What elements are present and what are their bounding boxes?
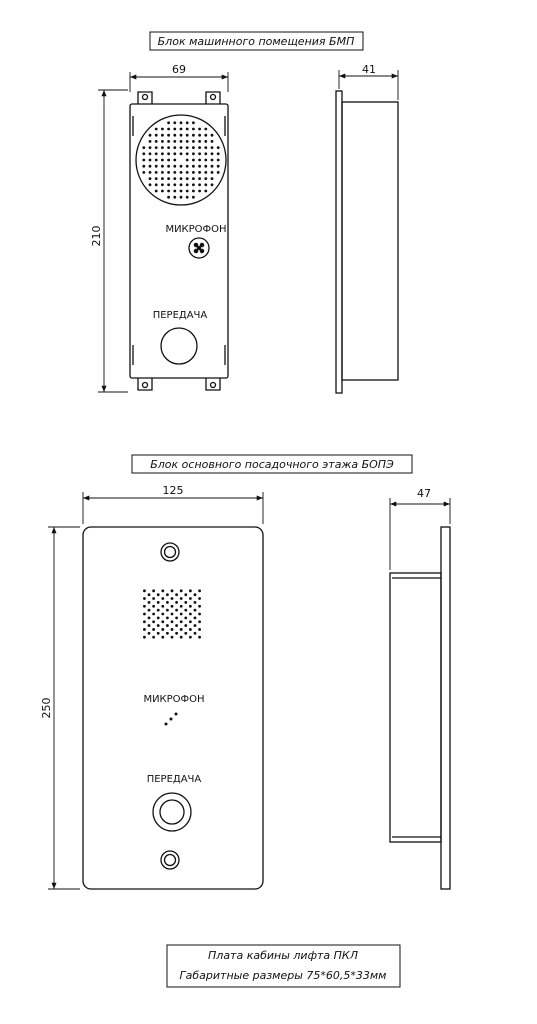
block1-speaker bbox=[135, 114, 227, 206]
block2-transmit-button bbox=[152, 792, 192, 832]
block1-ear-bottom-right bbox=[205, 378, 221, 391]
block1-side-body bbox=[341, 101, 399, 381]
block1-ear-top-right bbox=[205, 91, 221, 104]
block1-ear-top-left bbox=[137, 91, 153, 104]
block1-depth-dimension bbox=[338, 70, 399, 100]
block1-front-view bbox=[129, 91, 229, 391]
block2-screw-top bbox=[160, 542, 180, 562]
block2-height-value: 250 bbox=[40, 698, 53, 719]
block1-title: Блок машинного помещения БМП bbox=[158, 35, 355, 48]
block1-front-body bbox=[129, 103, 229, 379]
block2-speaker-holes bbox=[143, 589, 201, 639]
block1-height-dimension bbox=[98, 89, 128, 393]
block2-microphone-holes bbox=[164, 712, 178, 726]
block2-side-body bbox=[389, 572, 442, 843]
block1-speaker-holes bbox=[142, 121, 220, 199]
block2-mic-label: МИКРОФОН bbox=[143, 694, 204, 705]
block1-mic-label: МИКРОФОН bbox=[165, 224, 226, 235]
block2-depth-dimension bbox=[389, 498, 451, 570]
board-title: Плата кабины лифта ПКЛ bbox=[208, 949, 358, 962]
board-info-box: Плата кабины лифта ПКЛ Габаритные размер… bbox=[166, 944, 401, 988]
board-dimensions: Габаритные размеры 75*60,5*33мм bbox=[180, 969, 387, 982]
block1-ear-bottom-left bbox=[137, 378, 153, 391]
block1-depth-value: 41 bbox=[362, 63, 376, 76]
block1-height-value: 210 bbox=[90, 226, 103, 247]
block2-title: Блок основного посадочного этажа БОПЭ bbox=[150, 458, 394, 471]
block1-side-view bbox=[335, 90, 399, 394]
block1-microphone bbox=[188, 237, 210, 259]
block1-transmit-button bbox=[160, 327, 198, 365]
block1-title-box: Блок машинного помещения БМП bbox=[149, 31, 364, 51]
block2-side-view bbox=[389, 526, 451, 890]
block2-screw-bottom bbox=[160, 850, 180, 870]
block2-width-value: 125 bbox=[163, 484, 184, 497]
block2-front-body bbox=[82, 526, 264, 890]
block2-depth-value: 47 bbox=[417, 487, 431, 500]
block2-height-dimension bbox=[48, 526, 80, 890]
block1-width-dimension bbox=[129, 72, 229, 92]
block2-width-dimension bbox=[82, 492, 264, 524]
block1-tx-label: ПЕРЕДАЧА bbox=[153, 310, 208, 321]
block2-side-flange bbox=[440, 526, 451, 890]
block1-side-flange bbox=[335, 90, 343, 394]
block2-front-view bbox=[82, 526, 264, 890]
block2-title-box: Блок основного посадочного этажа БОПЭ bbox=[131, 454, 413, 474]
block2-tx-label: ПЕРЕДАЧА bbox=[147, 774, 202, 785]
block1-width-value: 69 bbox=[172, 63, 186, 76]
